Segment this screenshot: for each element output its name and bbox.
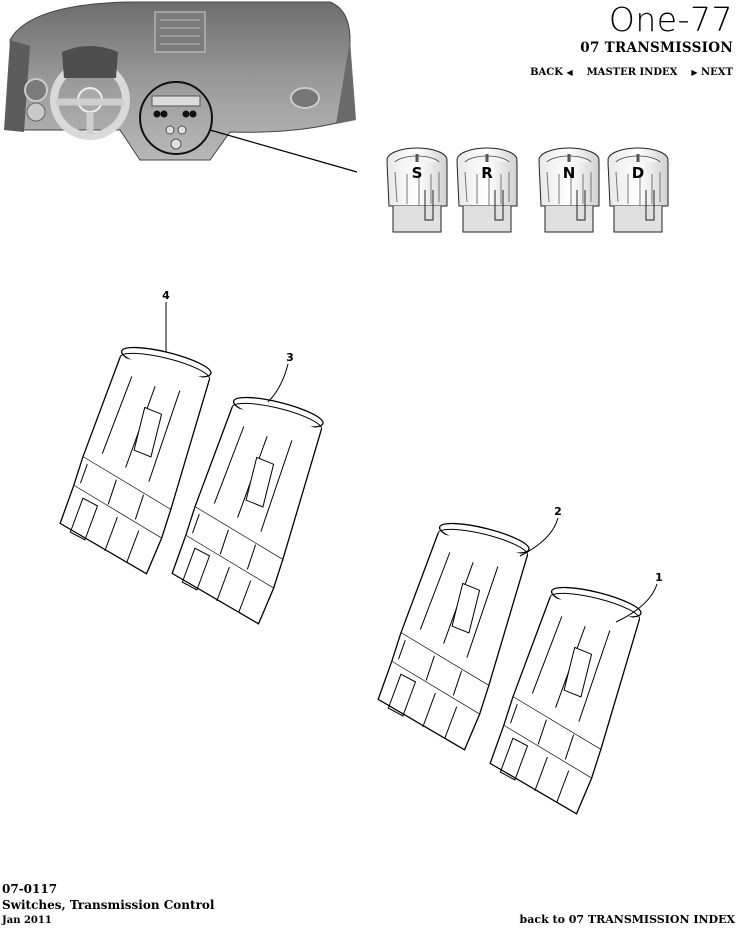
selector-label-r: R [481, 164, 493, 182]
selector-knob-s [386, 147, 448, 233]
issue-date: Jan 2011 [2, 915, 52, 926]
selector-knob-r [456, 147, 518, 233]
selector-label-d: D [632, 164, 644, 182]
master-index-link[interactable]: MASTER INDEX [586, 67, 678, 78]
selector-label-n: N [563, 164, 576, 182]
dashboard-image [4, 1, 356, 161]
back-to-index-link[interactable]: back to 07 TRANSMISSION INDEX [519, 913, 735, 926]
callout-4: 4 [162, 289, 170, 302]
next-arrow-icon: ▶ [691, 67, 698, 77]
back-label: BACK [530, 67, 563, 78]
page-title: One-77 [608, 0, 733, 39]
callout-1: 1 [655, 571, 663, 584]
callout-2: 2 [554, 505, 562, 518]
next-label: NEXT [701, 67, 733, 78]
next-link[interactable]: ▶ NEXT [691, 67, 733, 78]
selector-knob-d [607, 147, 669, 233]
part-code: 07-0117 [2, 882, 58, 896]
leader-line [209, 129, 358, 173]
navigation-bar: BACK ◀ MASTER INDEX ▶ NEXT [530, 67, 733, 78]
selector-knob-n [538, 147, 600, 233]
back-arrow-icon: ◀ [566, 67, 573, 77]
section-title: 07 TRANSMISSION [580, 40, 733, 56]
callout-3: 3 [286, 351, 294, 364]
part-name: Switches, Transmission Control [2, 898, 215, 912]
back-link[interactable]: BACK ◀ [530, 67, 573, 78]
selector-label-s: S [412, 164, 423, 182]
